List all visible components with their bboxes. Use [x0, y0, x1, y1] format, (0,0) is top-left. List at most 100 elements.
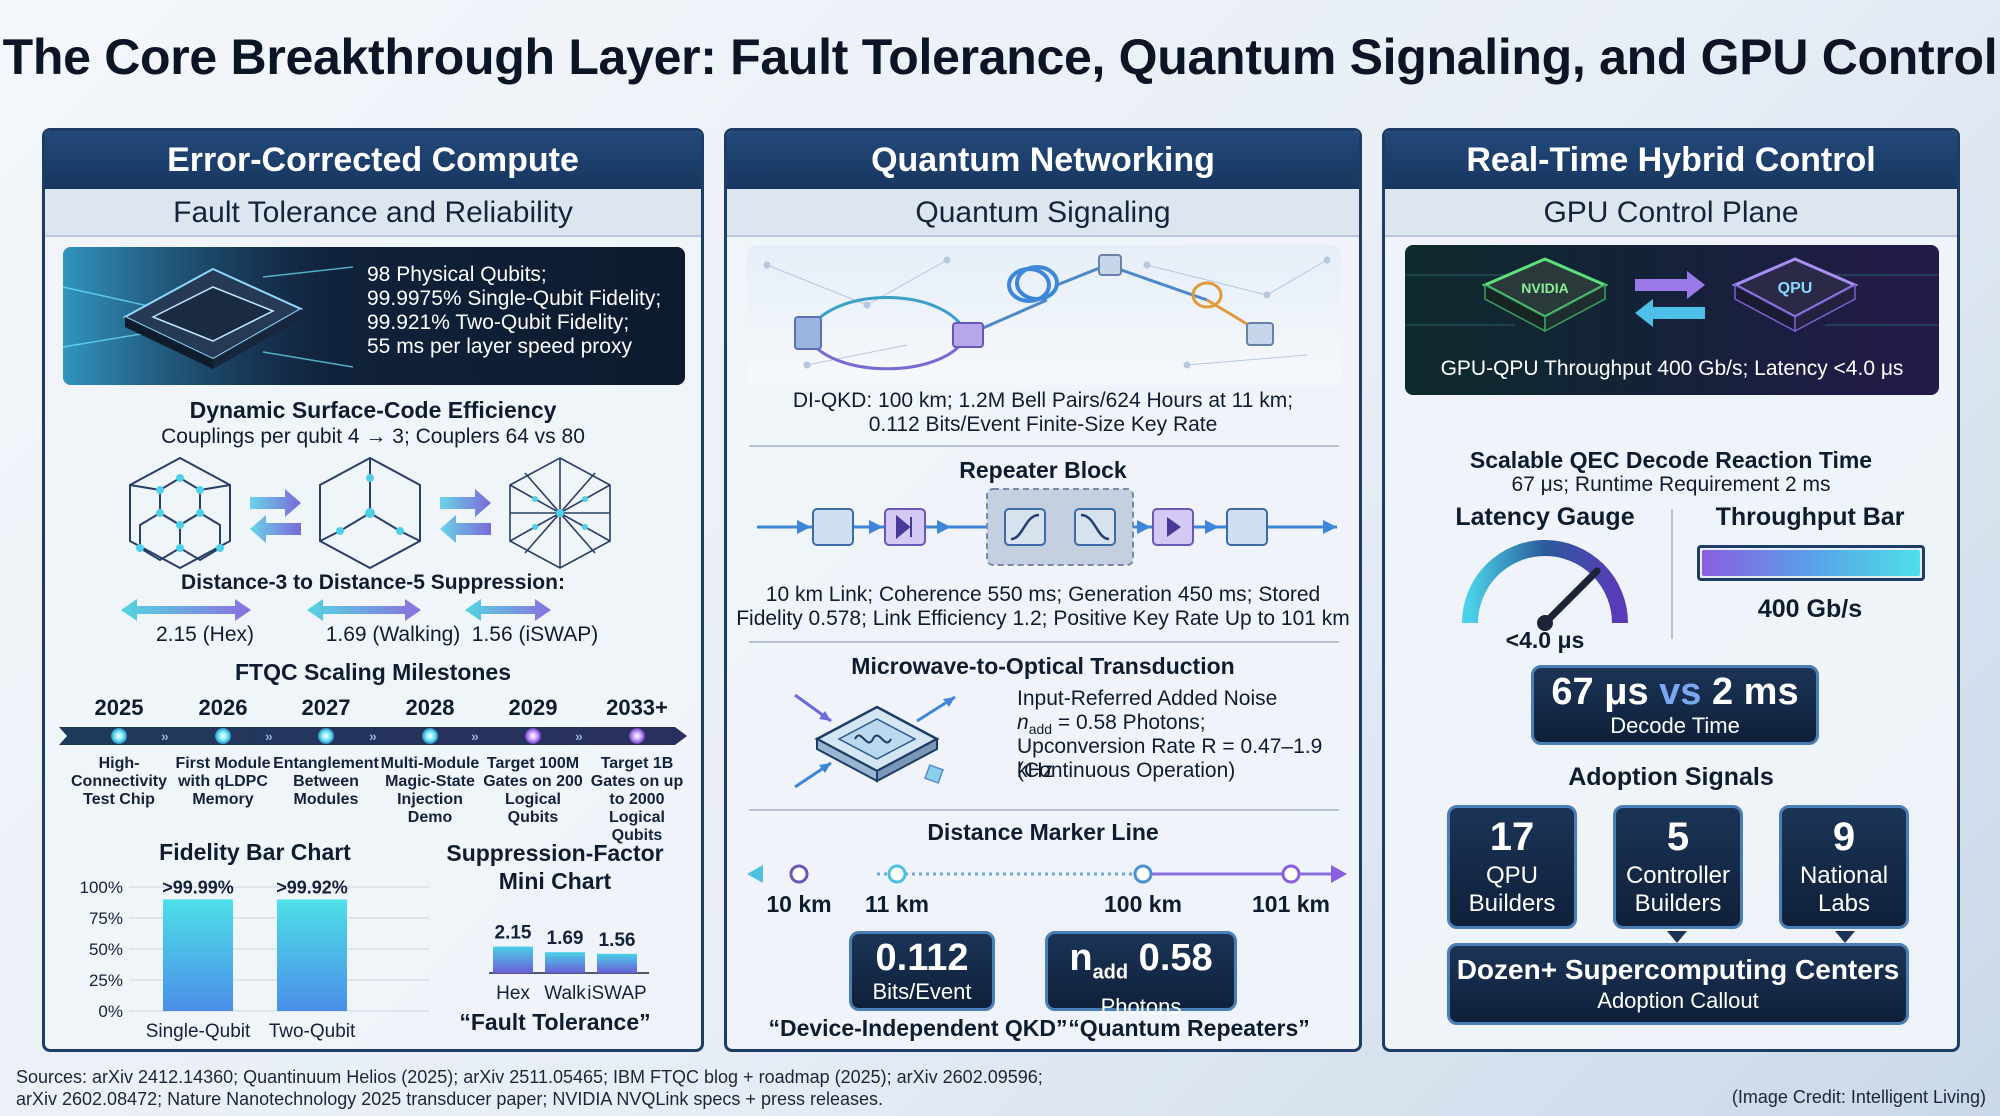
- fidelity-data-label: >99.99%: [162, 877, 234, 897]
- suppression-bar: [493, 946, 533, 973]
- panel-header: Quantum Networking: [727, 131, 1359, 189]
- milestone-label: Target 1B Gates on up to 2000 Logical Qu…: [590, 755, 684, 844]
- walking-lattice-icon: [319, 456, 421, 570]
- repeaters-tag: “Quantum Repeaters”: [1068, 1015, 1310, 1041]
- panel-subheader: GPU Control Plane: [1385, 189, 1957, 237]
- sources-line: arXiv 2602.08472; Nature Nanotechnology …: [16, 1089, 883, 1109]
- panel-quantum-networking: Quantum Networking Quantum Signaling DI-…: [724, 128, 1362, 1052]
- node-device-icon: [794, 316, 822, 350]
- noise-subscript: add: [1028, 721, 1053, 738]
- qubit-hero-box: 98 Physical Qubits; 99.9975% Single-Qubi…: [63, 247, 685, 385]
- distance-label: 100 km: [1103, 891, 1182, 917]
- svg-text:»: »: [575, 728, 583, 744]
- adoption-card-national-labs: 9 National Labs: [1779, 805, 1909, 929]
- gpu-qpu-hero-box: NVIDIA QPU GPU-QPU Throughput 400 Gb/s; …: [1405, 245, 1939, 395]
- qubit-stats-line: 99.921% Two-Qubit Fidelity;: [367, 311, 630, 334]
- fidelity-y-tick: 75%: [89, 909, 123, 928]
- adoption-card-qpu-builders: 17 QPU Builders: [1447, 805, 1577, 929]
- panel-header: Real-Time Hybrid Control: [1385, 131, 1957, 189]
- image-credit: (Image Credit: Intelligent Living): [1731, 1087, 1986, 1107]
- fidelity-y-tick: 0%: [98, 1002, 123, 1021]
- added-noise-badge: nadd 0.58 Photons: [1045, 931, 1237, 1018]
- fault-tolerance-tag: “Fault Tolerance”: [459, 1009, 651, 1035]
- milestone-year: 2027: [301, 695, 351, 720]
- latency-gauge: [1462, 540, 1628, 631]
- suppression-chart-title: Suppression-Factor Mini Chart: [446, 840, 664, 894]
- throughput-bar-track: [1697, 545, 1925, 581]
- decode-time-a: 67 μs: [1551, 671, 1649, 713]
- diqkd-line: DI-QKD: 100 km; 1.2M Bell Pairs/624 Hour…: [792, 389, 1294, 412]
- noise-number: 0.58: [1128, 937, 1213, 979]
- panel-hybrid-control: Real-Time Hybrid Control GPU Control Pla…: [1382, 128, 1960, 1052]
- throughput-bar-value: 400 Gb/s: [1757, 595, 1863, 623]
- badge-value: 0.112: [875, 937, 969, 979]
- throughput-bar-fill: [1702, 550, 1920, 576]
- adoption-value: 5: [1666, 815, 1690, 859]
- milestone-year: 2033+: [606, 695, 668, 720]
- panel-subheader: Fault Tolerance and Reliability: [45, 189, 701, 237]
- fidelity-data-label: >99.92%: [276, 877, 348, 897]
- decode-time-badge: 67 μs vs 2 ms Decode Time: [1531, 665, 1819, 745]
- decode-time-b: 2 ms: [1711, 671, 1799, 713]
- transduction-line: Input-Referred Added Noise: [1017, 687, 1278, 710]
- milestones-title: FTQC Scaling Milestones: [234, 659, 512, 685]
- adoption-card-controller-builders: 5 Controller Builders: [1613, 805, 1743, 929]
- transduction-line: Upconversion Rate R = 0.47–1.9 kHz: [1017, 735, 1323, 782]
- adoption-label: Controller: [1625, 862, 1731, 889]
- suppression-bar: [545, 952, 585, 973]
- transduction-title: Microwave-to-Optical Transduction: [851, 653, 1235, 679]
- qpu-chip-text: QPU: [1778, 280, 1813, 297]
- page-title: The Core Breakthrough Layer: Fault Toler…: [2, 29, 1998, 85]
- milestone-year: 2026: [198, 695, 248, 720]
- fidelity-bar: [163, 899, 233, 1011]
- decode-time-vs: vs: [1648, 671, 1712, 713]
- svg-text:»: »: [161, 728, 169, 744]
- suppression-bar: [597, 953, 637, 973]
- arrow-right-icon: [1635, 271, 1705, 299]
- qubit-stats-line: 98 Physical Qubits;: [367, 263, 547, 286]
- svg-text:»: »: [265, 728, 273, 744]
- fidelity-bar-chart: 100%75%50%25%0%>99.99%Single-Qubit>99.92…: [80, 877, 429, 1042]
- surface-code-lattice-diagram: [129, 456, 611, 570]
- adoption-label: Labs: [1817, 890, 1871, 917]
- fidelity-category-label: Single-Qubit: [146, 1021, 251, 1042]
- noise-symbol: n: [1069, 937, 1093, 979]
- adoption-title: Adoption Signals: [1568, 763, 1774, 791]
- node-device-icon: [1246, 322, 1274, 346]
- hex-lattice-icon: [129, 456, 231, 570]
- suppression-category-label: iSWAP: [587, 983, 646, 1004]
- suppression-value-hex: 2.15 (Hex): [155, 623, 255, 646]
- gpu-chip-text: NVIDIA: [1521, 280, 1568, 296]
- key-rate-badge: 0.112 Bits/Event: [849, 931, 995, 1011]
- arrow-left-icon: [1635, 299, 1705, 327]
- throughput-bar-title: Throughput Bar: [1715, 503, 1905, 531]
- sources-footer: Sources: arXiv 2412.14360; Quantinuum He…: [16, 1066, 1043, 1110]
- section-divider: [749, 641, 1339, 643]
- svg-text:»: »: [369, 728, 377, 744]
- latency-gauge-title: Latency Gauge: [1455, 503, 1635, 531]
- adoption-value: 9: [1832, 815, 1856, 859]
- badge-unit: Photons: [1100, 993, 1182, 1019]
- qubit-stats-line: 55 ms per layer speed proxy: [367, 335, 632, 358]
- section-divider: [749, 445, 1339, 447]
- decode-subtitle: 67 μs; Runtime Requirement 2 ms: [1511, 473, 1831, 496]
- suppression-data-label: 1.69: [547, 928, 584, 949]
- decode-time-label: Decode Time: [1610, 713, 1740, 738]
- repeater-line: Fidelity 0.578; Link Efficiency 1.2; Pos…: [736, 607, 1350, 630]
- panel-error-corrected-compute: Error-Corrected Compute Fault Tolerance …: [42, 128, 704, 1052]
- repeater-block-diagram: [757, 488, 1337, 566]
- iswap-lattice-icon: [509, 457, 611, 569]
- milestone-timeline-bar: »»»»»: [59, 727, 687, 745]
- node-device-icon: [1098, 254, 1122, 276]
- conversion-arrows-icon: [250, 489, 301, 543]
- processor-chip-icon: [63, 247, 353, 385]
- sources-line: Sources: arXiv 2412.14360; Quantinuum He…: [16, 1067, 1043, 1087]
- adoption-label: Builders: [1468, 890, 1556, 917]
- repeater-title: Repeater Block: [959, 457, 1127, 483]
- noise-symbol: n: [1017, 711, 1029, 734]
- distance-marker-line: [747, 864, 1347, 884]
- fidelity-chart-title: Fidelity Bar Chart: [159, 839, 351, 865]
- noise-subscript: add: [1092, 961, 1129, 984]
- suppression-arrows-icon: [121, 599, 551, 621]
